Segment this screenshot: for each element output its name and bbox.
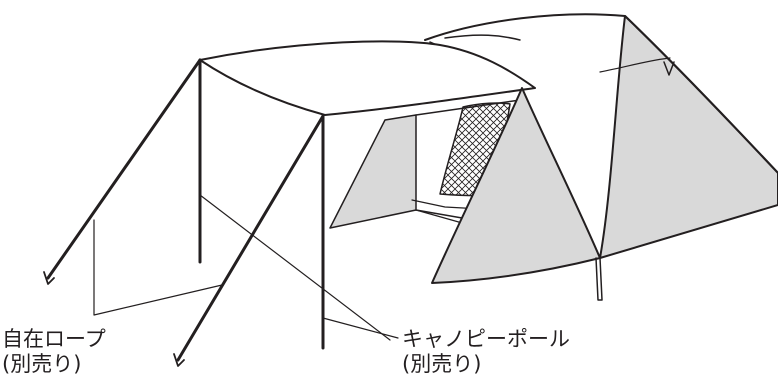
rope-hook-right: [173, 353, 185, 367]
leader-line-rope: [93, 219, 223, 316]
guy-rope-outer-left: [46, 58, 202, 280]
label-guy-rope-note: (別売り): [2, 352, 82, 376]
rope-hook-left: [43, 271, 55, 285]
tent-front-panel: [431, 87, 601, 284]
label-guy-rope: 自在ロープ: [2, 327, 106, 351]
label-canopy-pole: キャノピーポール: [402, 327, 570, 351]
tent-inner-panel-left: [329, 114, 417, 229]
leader-line-diag: [199, 194, 391, 341]
canopy-roof: [199, 40, 536, 116]
tent-toggle-icon: [663, 61, 675, 76]
leader-line-pole: [322, 317, 399, 339]
tent-dome-seam: [599, 57, 671, 73]
tent-side-panel-right: [599, 15, 778, 259]
tent-front-peg: [595, 257, 603, 301]
label-canopy-pole-note: (別売り): [402, 352, 482, 376]
tent-dome: [424, 13, 778, 174]
guy-rope-outer-right: [176, 114, 325, 362]
